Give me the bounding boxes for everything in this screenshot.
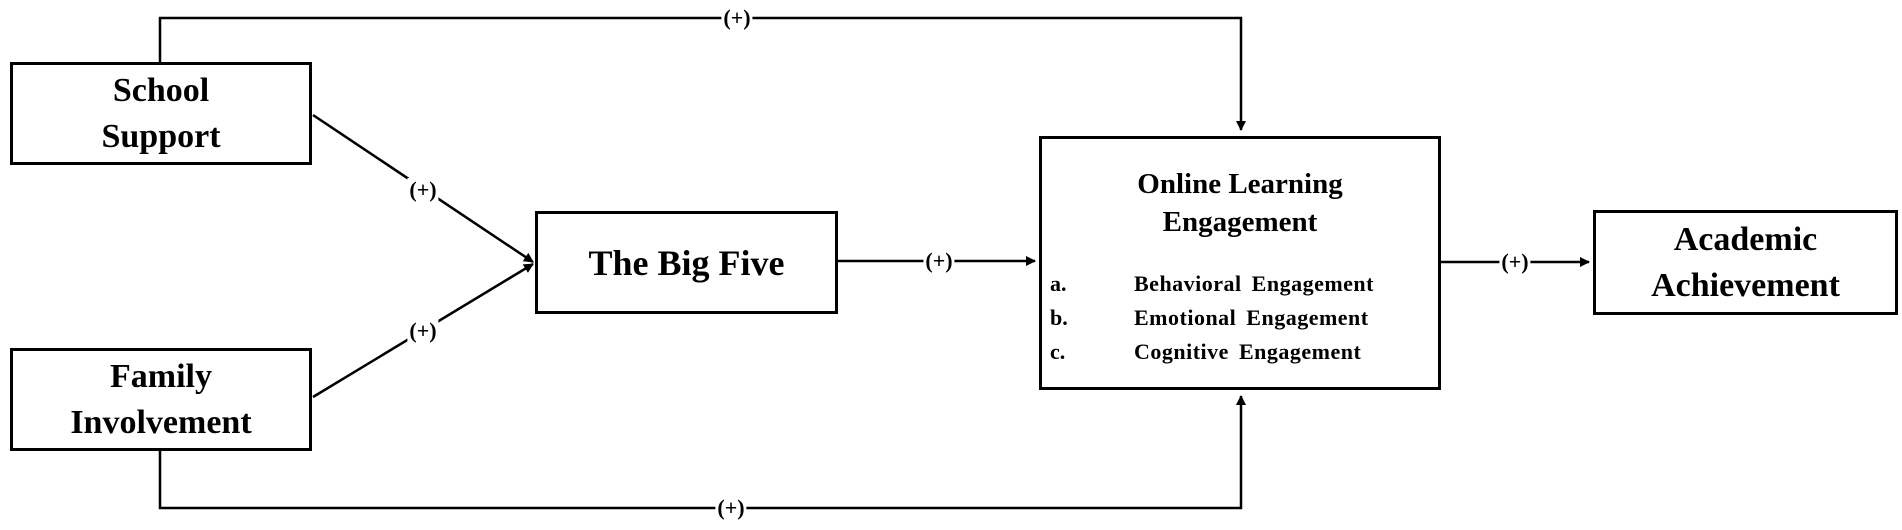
sub-item-text: Cognitive Engagement — [1134, 339, 1362, 364]
school-support-line-1: School — [112, 71, 210, 109]
edge-school-to-engagement — [158, 16, 1246, 131]
sub-item-letter: a. — [1050, 271, 1067, 296]
family-involvement-line-1: Family — [110, 357, 212, 395]
sub-item-text: Emotional Engagement — [1134, 305, 1369, 330]
engagement-sub-item: a. Behavioral Engagement — [1050, 267, 1374, 301]
engagement-title-line-2: Engagement — [1162, 206, 1318, 238]
academic-achievement-box: Academic Achievement — [1593, 210, 1898, 315]
big-five-title: The Big Five — [588, 242, 785, 283]
school-support-line-2: Support — [101, 117, 221, 155]
engagement-sub-item: c. Cognitive Engagement — [1050, 335, 1374, 369]
engagement-sub-item: b. Emotional Engagement — [1050, 301, 1374, 335]
sub-item-letter: c. — [1050, 339, 1066, 364]
sub-item-letter: b. — [1050, 305, 1068, 330]
edge-label-bigfive-to-engagement: (+) — [923, 248, 955, 273]
edge-label-family-to-bigfive: (+) — [407, 318, 439, 343]
sub-item-text: Behavioral Engagement — [1134, 271, 1374, 296]
academic-achievement-line-2: Achievement — [1651, 266, 1840, 304]
engagement-title-line-1: Online Learning — [1137, 168, 1343, 200]
edge-label-engagement-to-achievement: (+) — [1499, 249, 1531, 274]
school-support-box: School Support — [10, 62, 312, 165]
engagement-sub-list: a. Behavioral Engagement b. Emotional En… — [1050, 267, 1374, 369]
edge-label-school-to-engagement: (+) — [721, 5, 753, 30]
academic-achievement-line-1: Academic — [1673, 220, 1818, 258]
family-involvement-line-2: Involvement — [70, 403, 252, 441]
online-learning-engagement-box: Online Learning Engagement a. Behavioral… — [1039, 136, 1441, 390]
edge-family-to-engagement — [158, 395, 1246, 510]
big-five-box: The Big Five — [535, 211, 838, 314]
edge-label-school-to-bigfive: (+) — [407, 177, 439, 202]
family-involvement-box: Family Involvement — [10, 348, 312, 451]
edge-label-family-to-engagement: (+) — [715, 495, 747, 520]
